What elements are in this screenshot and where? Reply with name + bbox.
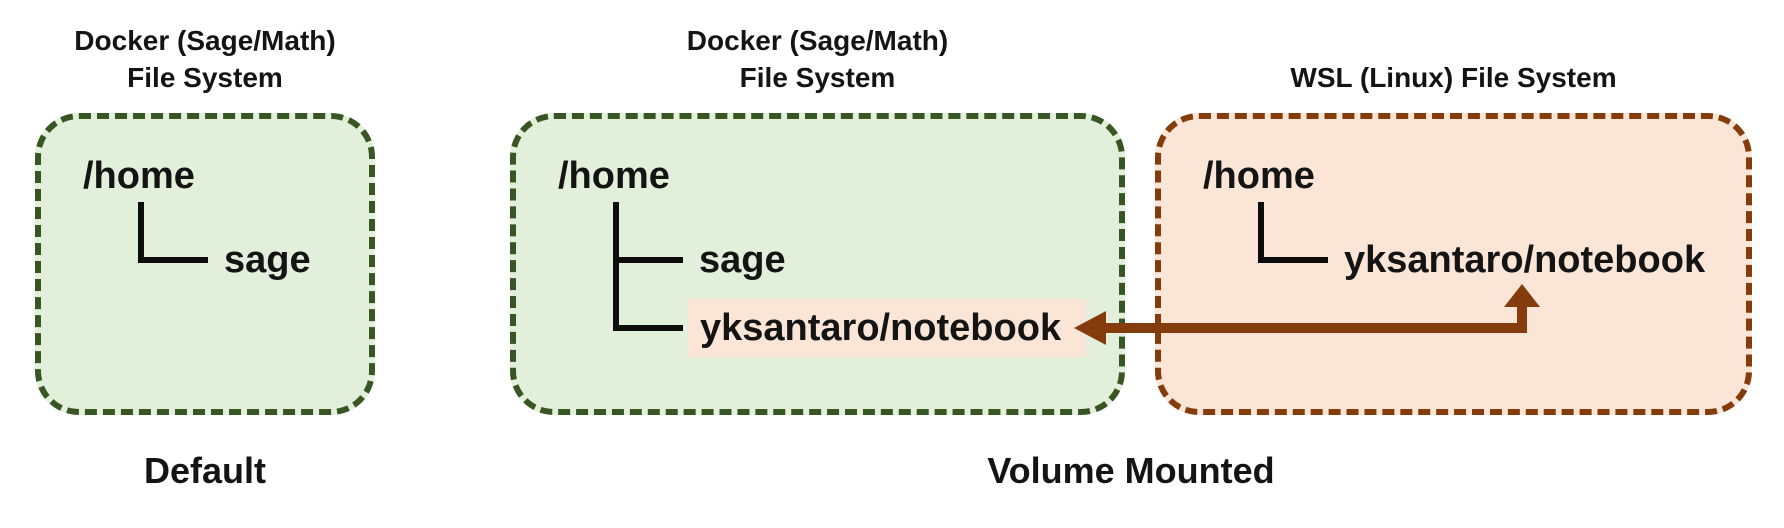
docker-mounted-title-line1: Docker (Sage/Math) xyxy=(686,25,949,56)
docker-default-title-line2: File System xyxy=(127,62,283,93)
wsl-title: WSL (Linux) File System xyxy=(1155,59,1752,96)
wsl-root-node: /home xyxy=(1203,155,1315,197)
docker-mounted-child-sage: sage xyxy=(699,239,786,281)
docker-default-root-node: /home xyxy=(83,155,195,197)
docker-default-title: Docker (Sage/Math) File System xyxy=(35,22,375,96)
tree-branch-line xyxy=(613,325,683,331)
tree-vertical-line xyxy=(613,202,619,331)
mount-arrow-horizontal xyxy=(1100,323,1522,333)
tree-vertical-line xyxy=(1258,202,1264,263)
notebook-highlight xyxy=(688,299,1086,357)
docker-default-child-sage: sage xyxy=(224,239,311,281)
docker-mounted-root-node: /home xyxy=(558,155,670,197)
default-caption: Default xyxy=(143,450,266,491)
tree-branch-line xyxy=(1258,257,1328,263)
docker-mounted-title: Docker (Sage/Math) File System xyxy=(510,22,1125,96)
mount-arrow-up-head-icon xyxy=(1504,284,1540,307)
wsl-child-notebook: yksantaro/notebook xyxy=(1344,239,1706,281)
tree-vertical-line xyxy=(138,202,144,263)
volume-mounted-caption: Volume Mounted xyxy=(987,450,1275,491)
tree-branch-line xyxy=(613,257,683,263)
docker-default-title-line1: Docker (Sage/Math) xyxy=(74,25,336,56)
wsl-title-line1: WSL (Linux) File System xyxy=(1290,62,1617,93)
docker-mounted-box xyxy=(510,113,1125,415)
docker-mounted-title-line2: File System xyxy=(739,62,896,93)
mount-arrow-vertical xyxy=(1517,304,1527,333)
tree-branch-line xyxy=(138,257,208,263)
docker-mounted-child-notebook: yksantaro/notebook xyxy=(700,307,1062,349)
docker-default-box xyxy=(35,113,375,415)
wsl-box xyxy=(1155,113,1752,415)
